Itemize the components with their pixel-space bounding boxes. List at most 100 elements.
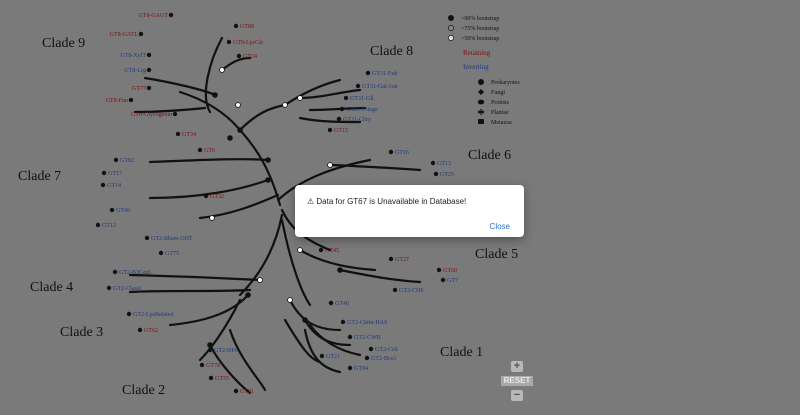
tree-branch	[308, 323, 362, 357]
leaf-tip-dot	[319, 353, 325, 359]
leaf-label[interactable]: GT8-Lrg	[124, 68, 146, 74]
leaf-tip-dot	[208, 375, 214, 381]
leaf-label[interactable]: GT7	[447, 278, 458, 284]
leaf-label[interactable]: GT15	[334, 128, 348, 134]
leaf-label[interactable]: GT82	[120, 158, 134, 164]
leaf-tip-dot	[168, 12, 174, 18]
tree-branch	[338, 268, 422, 284]
leaf-tip-dot	[197, 147, 203, 153]
leaf-tip-dot	[101, 170, 107, 176]
leaf-tip-dot	[203, 193, 209, 199]
leaf-label[interactable]: GT17	[108, 171, 122, 177]
leaf-label[interactable]: GT2-Bcs3	[371, 356, 396, 362]
leaf-label[interactable]: GT2-Rham-GHT	[151, 236, 193, 242]
leaf-tip-dot	[355, 83, 361, 89]
leaf-label[interactable]: GT2-Class1	[113, 286, 142, 292]
alert-message: ⚠ Data for GT67 is Unavailable in Databa…	[307, 197, 467, 206]
leaf-label[interactable]: GT2-Chitn-HAS	[347, 320, 387, 326]
leaf-label[interactable]: GT75	[165, 251, 179, 257]
leaf-label[interactable]: GT2-DPs	[214, 348, 238, 354]
tree-branch	[228, 328, 267, 392]
zoom-in-button[interactable]: +	[511, 361, 523, 372]
leaf-label[interactable]: GT31-Fringe	[346, 107, 378, 113]
tree-node	[302, 317, 308, 323]
leaf-label[interactable]: GT2-CsS	[375, 347, 398, 353]
leaf-label[interactable]: GT2-LpsRelated	[133, 312, 173, 318]
leaf-label[interactable]: GT34	[182, 132, 196, 138]
tree-node	[297, 95, 303, 101]
leaf-tip-dot	[318, 247, 324, 253]
tree-branch	[148, 178, 270, 200]
reset-button[interactable]: RESET	[501, 376, 533, 386]
tree-node	[265, 177, 271, 183]
leaf-label[interactable]: GT32	[210, 194, 224, 200]
leaf-label[interactable]: GT12	[102, 223, 116, 229]
legend-bootstrap-label: >90% bootstrap	[461, 16, 499, 22]
leaf-label[interactable]: GT77	[132, 86, 146, 92]
leaf-label[interactable]: GT8-LpsGlc	[233, 40, 264, 46]
leaf-label[interactable]: GT49	[116, 208, 130, 214]
leaf-tip-dot	[340, 319, 346, 325]
leaf-tip-dot	[144, 235, 150, 241]
leaf-tip-dot	[433, 171, 439, 177]
leaf-label[interactable]: GT16	[395, 150, 409, 156]
tree-node	[282, 102, 288, 108]
bootstrap-marker-icon	[448, 35, 454, 41]
leaf-tip-dot	[146, 85, 152, 91]
clade-label: Clade 7	[18, 169, 61, 184]
tree-branch	[198, 193, 280, 220]
leaf-tip-dot	[365, 70, 371, 76]
leaf-label[interactable]: GT2-CWB	[354, 335, 381, 341]
clade-label: Clade 1	[440, 345, 483, 360]
tree-node	[297, 247, 303, 253]
leaf-label[interactable]: GT8-GAUT	[138, 13, 168, 19]
leaf-label[interactable]: GT8-XylT	[120, 53, 146, 59]
leaf-label[interactable]: GT31-Chry	[343, 117, 371, 123]
leaf-tip-dot	[138, 31, 144, 37]
alert-dialog: ⚠ Data for GT67 is Unavailable in Databa…	[295, 185, 524, 237]
leaf-label[interactable]: GT31-Fuk	[372, 71, 397, 77]
leaf-label[interactable]: GT84	[354, 366, 368, 372]
leaf-label[interactable]: GT14	[107, 183, 121, 189]
leaf-label[interactable]: GT2-CHS	[399, 288, 424, 294]
leaf-label[interactable]: GT21	[326, 354, 340, 360]
close-button[interactable]: Close	[489, 222, 510, 231]
leaf-label[interactable]: GT40	[335, 301, 349, 307]
tree-branch	[238, 213, 284, 297]
legend-retaining-label: Retaining	[463, 49, 491, 57]
tree-node	[337, 267, 343, 273]
clade-label: Clade 9	[42, 36, 85, 51]
leaf-tip-dot	[146, 67, 152, 73]
leaf-label[interactable]: GT8-Fun	[106, 98, 128, 104]
leaf-label[interactable]: GT60	[443, 268, 457, 274]
leaf-label[interactable]: GT25	[440, 172, 454, 178]
tree-branch	[328, 163, 422, 172]
legend-bootstrap-label: >75% bootstrap	[461, 26, 499, 32]
tree-node	[209, 215, 215, 221]
leaf-label[interactable]: GT78	[206, 363, 220, 369]
legend-inverting-label: Inverting	[463, 63, 489, 71]
tree-branch	[168, 293, 250, 327]
leaf-label[interactable]: GT13	[437, 161, 451, 167]
leaf-tip-dot	[199, 362, 205, 368]
leaf-label[interactable]: GT24	[243, 54, 257, 60]
leaf-label[interactable]: GT2-B3GntL	[119, 270, 152, 276]
zoom-out-button[interactable]: −	[511, 390, 523, 401]
tree-branch	[298, 248, 377, 272]
leaf-label[interactable]: GT6	[204, 148, 215, 154]
leaf-tip-dot	[112, 269, 118, 275]
leaf-label[interactable]: GT55	[215, 376, 229, 382]
legend-taxon-label: Protists	[491, 100, 510, 106]
leaf-label[interactable]: GT8-GATL	[110, 32, 139, 38]
leaf-label[interactable]: GT81	[240, 389, 254, 395]
leaf-label[interactable]: GT45	[325, 248, 339, 254]
leaf-tip-dot	[347, 334, 353, 340]
tree-node	[212, 92, 218, 98]
leaf-label[interactable]: GT27	[395, 257, 409, 263]
leaf-label[interactable]: GT62	[144, 328, 158, 334]
leaf-label[interactable]: GT31-Gll	[350, 96, 374, 102]
leaf-label[interactable]: GT88	[240, 24, 254, 30]
leaf-label[interactable]: GT8-Glycogenin	[131, 112, 172, 118]
leaf-label[interactable]: GT31-Gal-Gnt	[362, 84, 398, 90]
legend-bootstrap-label: >50% bootstrap	[461, 36, 499, 42]
